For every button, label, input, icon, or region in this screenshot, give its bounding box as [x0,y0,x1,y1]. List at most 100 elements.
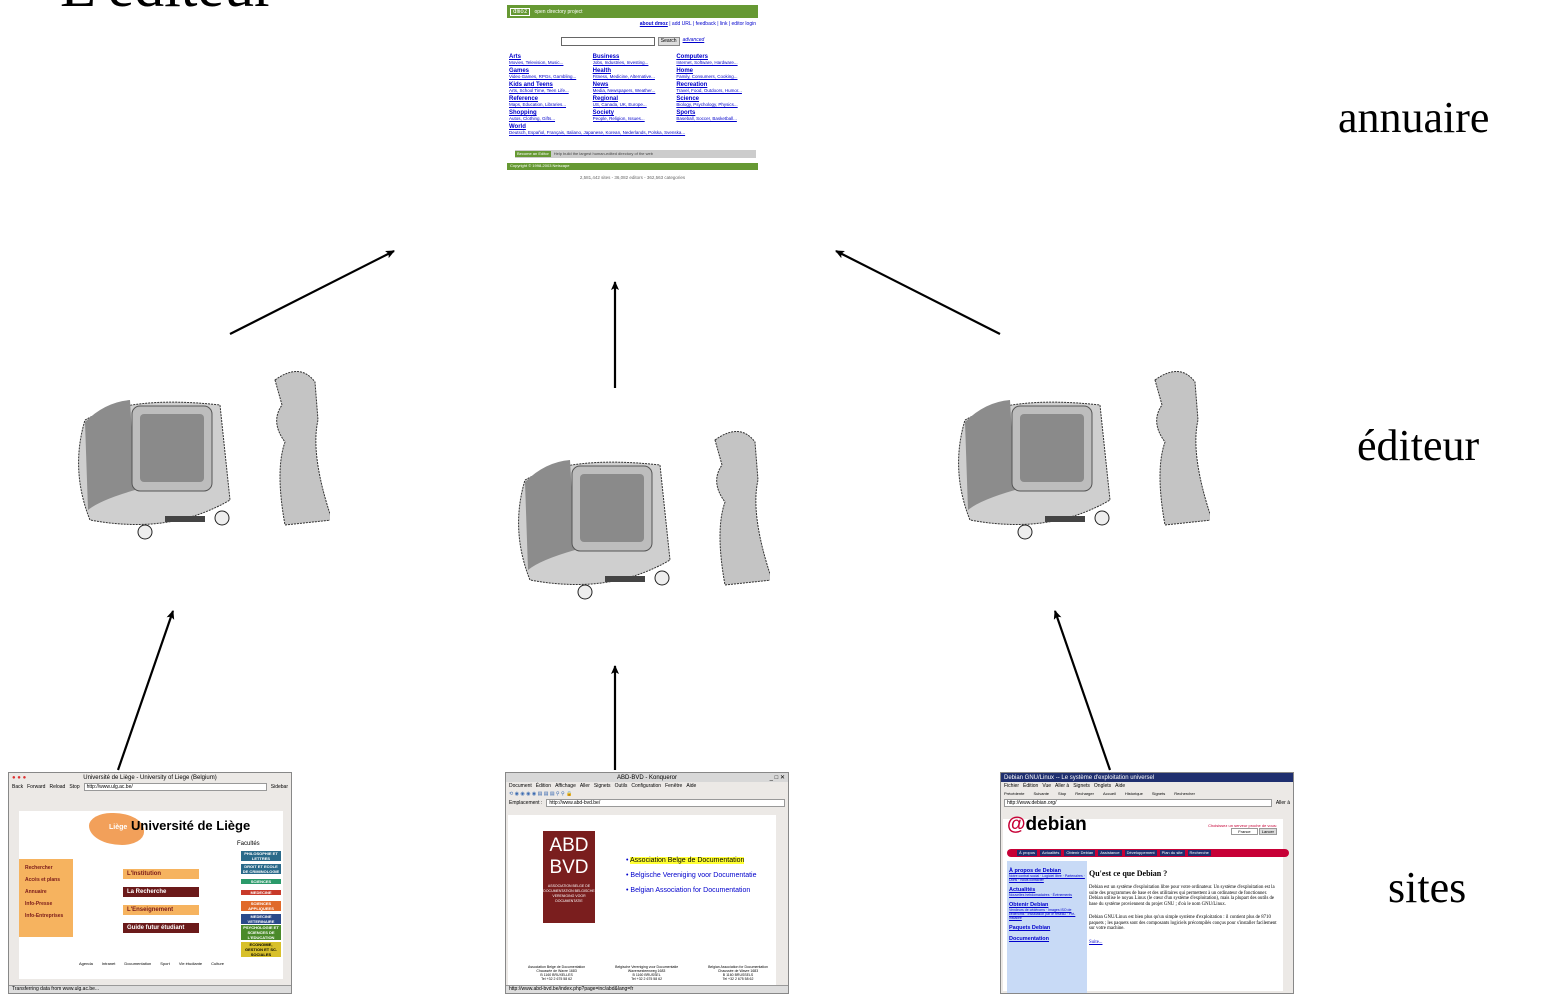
subcategory-links[interactable]: People, Religion, Issues... [592,116,645,121]
nav-item[interactable]: Actualités [1040,850,1062,856]
menu-item[interactable]: Vue [1042,783,1052,789]
sidebar-links[interactable]: Vendeurs de cédéroms · Images ISO de céd… [1009,908,1076,920]
link-french[interactable]: Association Belge de Documentation [630,857,745,864]
category-link-world[interactable]: World [509,124,526,130]
bottom-link[interactable]: Intranet [101,961,116,966]
sidebar-links[interactable]: Nouvelles hebdomadaires · Événements [1009,893,1073,897]
faculty-link[interactable]: ECONOMIE, GESTION ET SC. SOCIALES [241,942,281,957]
menu-item[interactable]: Info-Presse [25,901,53,907]
back-button[interactable]: Précédente [1004,791,1025,796]
menu-button[interactable]: Guide futur étudiant [123,923,199,933]
nav-item[interactable]: À propos [1017,850,1038,856]
faculty-link[interactable]: PHILOSOPHIE ET LETTRES [241,851,281,861]
category-link[interactable]: Kids and Teens [509,82,553,88]
url-field[interactable]: http://www.abd-bvd.be/ [546,799,785,807]
menu-item[interactable]: Annuaire [25,889,47,895]
subcategory-links[interactable]: Deutsch, Español, Français, Italiano, Ja… [509,130,686,135]
bottom-link[interactable]: Documentation [124,961,152,966]
link-about-dmoz[interactable]: about dmoz [639,21,668,27]
menu-item[interactable]: Outils [614,783,628,789]
search-button[interactable]: Rechercher [1174,791,1195,796]
sidebar-button[interactable]: Sidebar [270,784,288,790]
link-add-url[interactable]: add URL [671,21,692,27]
nav-item[interactable]: Assistance [1098,850,1122,856]
subcategory-links[interactable]: Family, Consumers, Cooking... [676,74,738,79]
category-link[interactable]: Arts [509,54,522,60]
subcategory-links[interactable]: US, Canada, UK, Europe... [592,102,647,107]
forward-button[interactable]: Suivante [1033,791,1050,796]
dmoz-logo[interactable]: dmoz [510,7,531,16]
category-link[interactable]: Science [676,96,700,102]
menu-button[interactable]: L'Enseignement [123,905,199,915]
category-link[interactable]: Society [592,110,614,116]
category-link[interactable]: Regional [592,96,618,102]
subcategory-links[interactable]: Baseball, Soccer, Basketball... [676,116,737,121]
nav-item[interactable]: Développement [1124,850,1157,856]
url-field[interactable]: http://www.debian.org/ [1004,799,1272,807]
nav-item[interactable]: Obtenir Debian [1064,850,1096,856]
more-link[interactable]: Suite... [1089,939,1103,945]
link-english[interactable]: Belgian Association for Documentation [630,887,751,894]
home-button[interactable]: Accueil [1102,791,1116,796]
category-link[interactable]: Games [509,68,530,74]
window-controls-icon[interactable]: _ □ ✕ [769,774,785,781]
menu-item[interactable]: Édition [1023,783,1039,789]
link-link[interactable]: link [719,21,728,27]
menu-button[interactable]: La Recherche [123,887,199,897]
menu-item[interactable]: Document [509,783,532,789]
faculty-link[interactable]: MEDECINE [241,890,281,895]
dmoz-search-button[interactable]: Search [657,37,680,46]
menu-item[interactable]: Aide [686,783,697,789]
category-link[interactable]: Sports [676,110,696,116]
menu-item[interactable]: Signets [593,783,611,789]
menu-item[interactable]: Aller [579,783,590,789]
menu-item[interactable]: Édition [535,783,552,789]
menu-item[interactable]: Configuration [631,783,662,789]
subcategory-links[interactable]: Internet, Software, Hardware... [676,60,738,65]
category-link[interactable]: Health [592,68,611,74]
dmoz-advanced-link[interactable]: advanced [682,37,705,43]
toolbar-icons[interactable]: ⟲ ◉ ◉ ◉ ◉ ▤ ▤ ▤ ⚲ ⚲ 🔒 [509,791,573,797]
dmoz-search-input[interactable] [560,37,655,46]
sidebar-heading[interactable]: À propos de Debian [1009,868,1061,874]
traffic-light-icons[interactable]: ● ● ● [12,774,27,781]
subcategory-links[interactable]: Arts, School Time, Teen Life... [509,88,569,93]
forward-button[interactable]: Forward [27,784,46,790]
subcategory-links[interactable]: Autos, Clothing, Gifts... [509,116,556,121]
sidebar-heading[interactable]: Documentation [1009,936,1050,942]
sidebar-heading[interactable]: Actualités [1009,887,1036,893]
menu-item[interactable]: Fichier [1004,783,1020,789]
faculty-link[interactable]: DROIT ET ECOLE DE CRIMINOLOGIE [241,864,281,874]
menu-button[interactable]: L'Institution [123,869,199,879]
menu-item[interactable]: Info-Entreprises [25,913,64,919]
bookmarks-button[interactable]: Signets [1151,791,1166,796]
subcategory-links[interactable]: Biology, Psychology, Physics... [676,102,738,107]
link-editor-login[interactable]: editor login [731,21,756,27]
launch-button[interactable]: Lancer [1258,828,1277,835]
menu-item[interactable]: Signets [1073,783,1090,789]
bottom-link[interactable]: Agenda [79,961,93,966]
menu-item[interactable]: Rechercher [25,865,53,871]
url-field[interactable]: http://www.ulg.ac.be/ [83,783,267,791]
subcategory-links[interactable]: Travel, Food, Outdoors, Humor... [676,88,742,93]
menu-item[interactable]: Onglets [1093,783,1112,789]
history-button[interactable]: Historique [1124,791,1143,796]
menu-item[interactable]: Fenêtre [665,783,683,789]
faculty-link[interactable]: SCIENCES APPLIQUEES [241,901,281,911]
category-link[interactable]: Reference [509,96,539,102]
subcategory-links[interactable]: Video Games, RPGs, Gambling... [509,74,577,79]
faculty-link[interactable]: MEDECINE VETERINAIRE [241,914,281,924]
subcategory-links[interactable]: Maps, Education, Libraries... [509,102,567,107]
sidebar-heading[interactable]: Paquets Debian [1009,925,1051,931]
nav-item[interactable]: Plan du site [1159,850,1185,856]
subcategory-links[interactable]: Movies, Television, Music... [509,60,564,65]
category-link[interactable]: Home [676,68,693,74]
category-link[interactable]: News [592,82,609,88]
faculty-link[interactable]: SCIENCES [241,879,281,884]
menu-item[interactable]: Accès et plans [25,877,61,883]
bottom-link[interactable]: Vie étudiante [178,961,203,966]
menu-item[interactable]: Affichage [555,783,576,789]
subcategory-links[interactable]: Media, Newspapers, Weather... [592,88,656,93]
go-button[interactable]: Aller à [1275,800,1290,806]
link-dutch[interactable]: Belgische Vereniging voor Documentatie [630,872,757,879]
